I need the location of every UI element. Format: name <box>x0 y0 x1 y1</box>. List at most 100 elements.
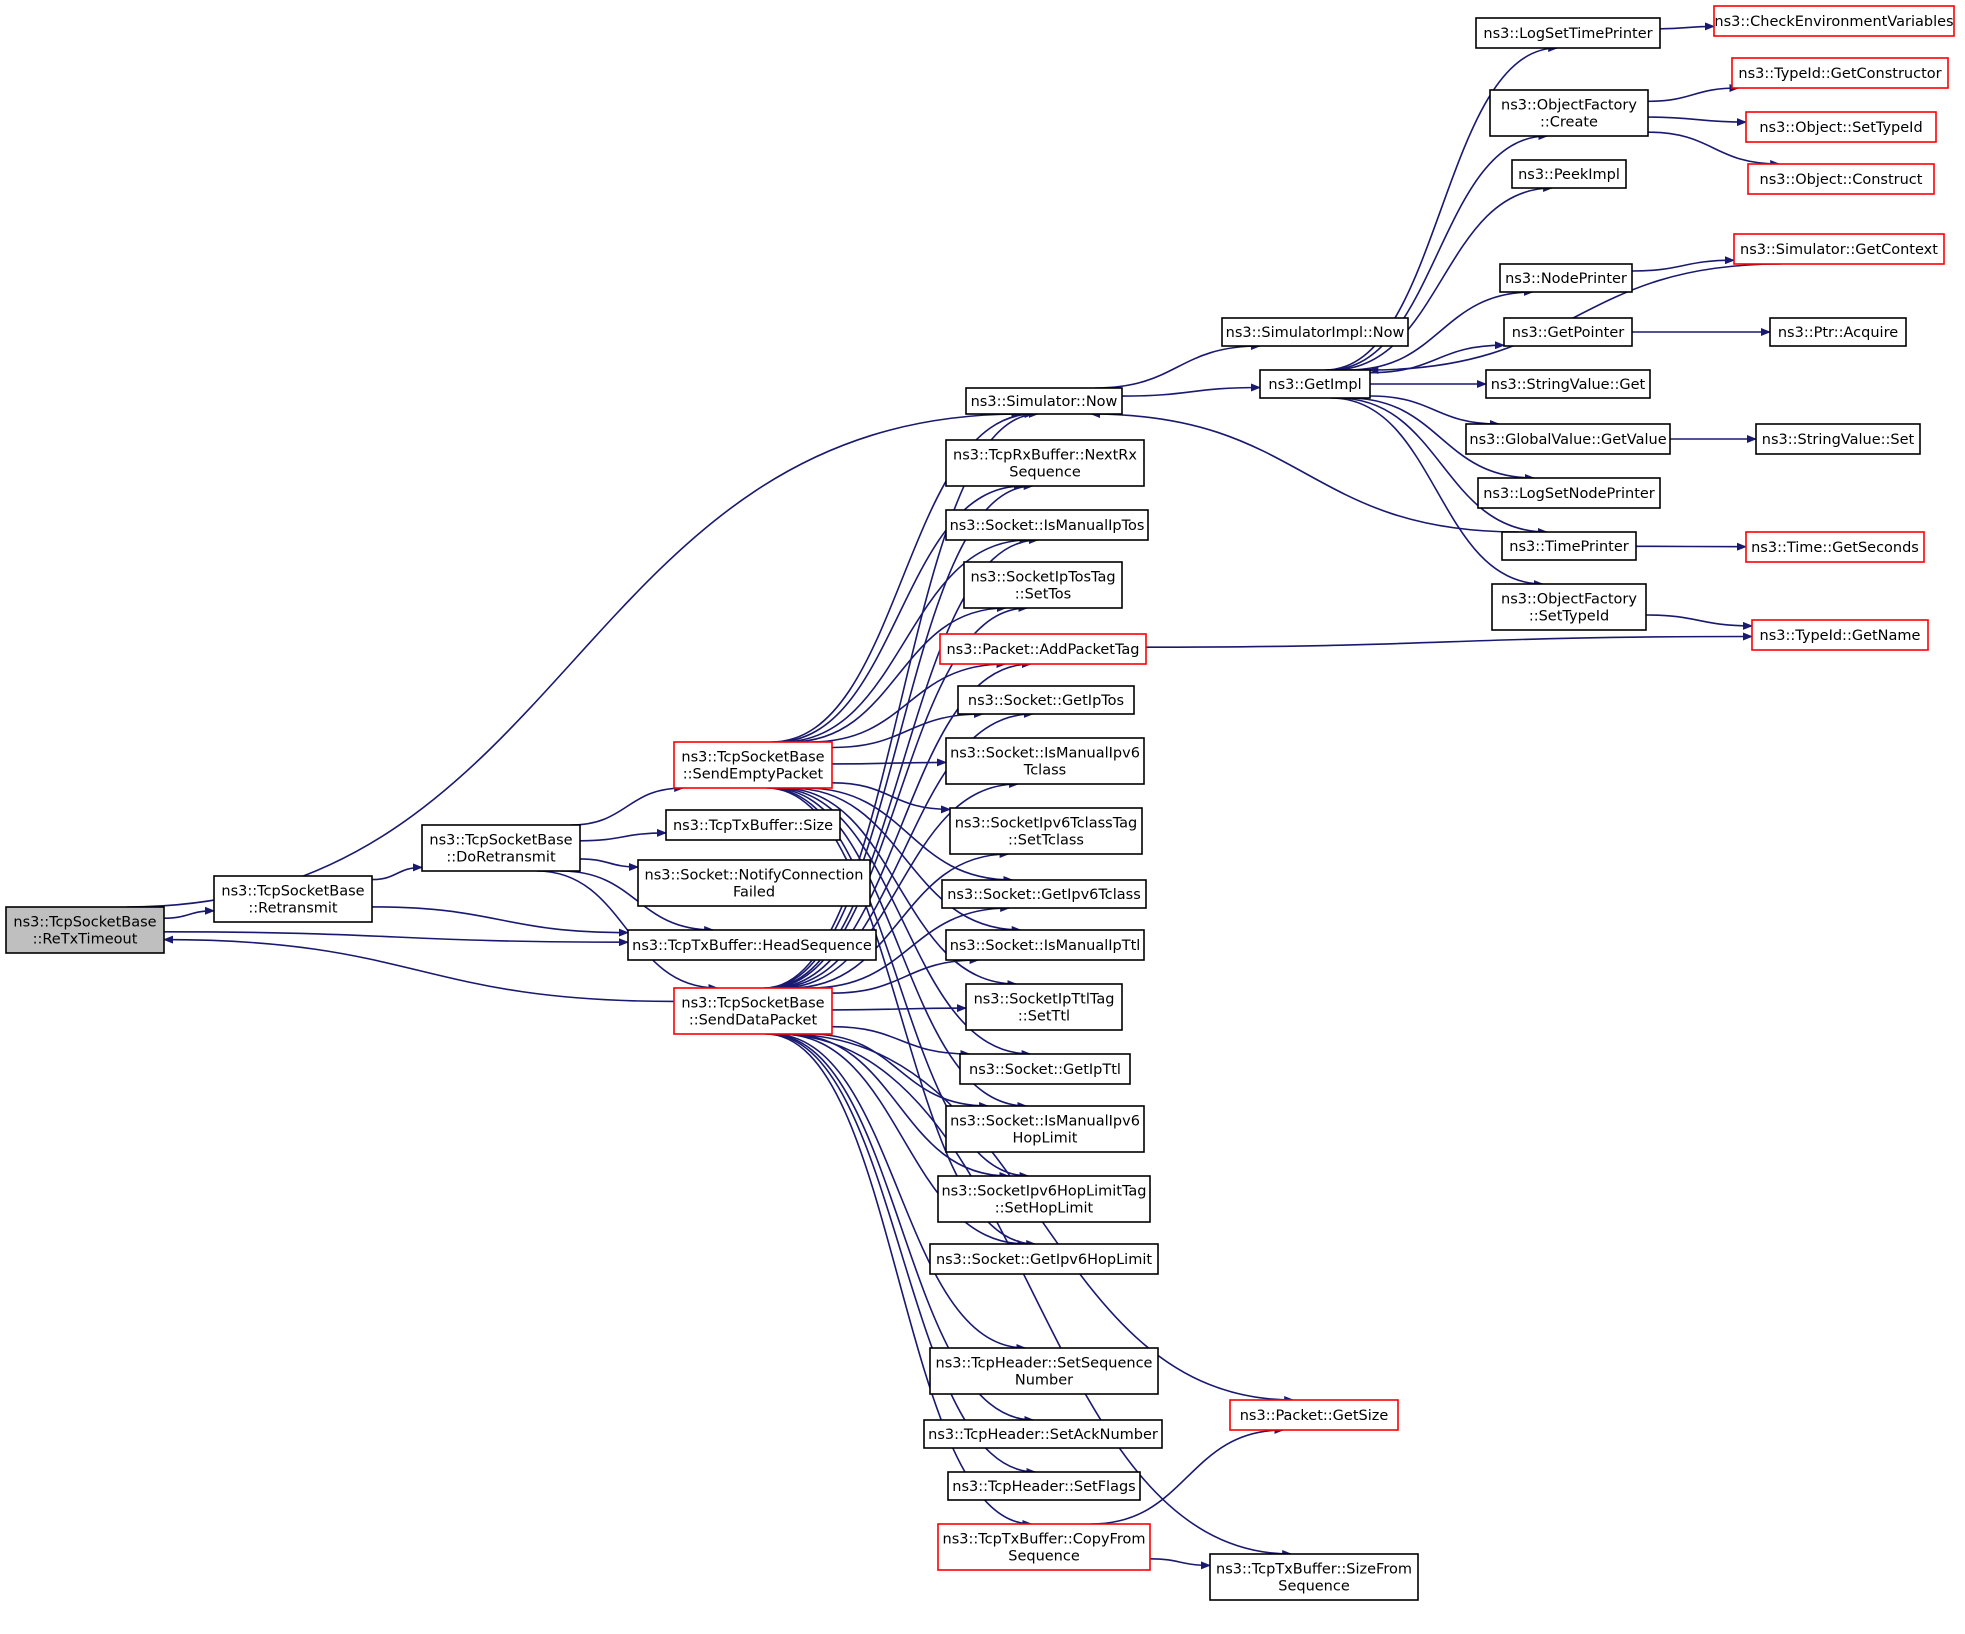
node-box[interactable] <box>1221 317 1409 347</box>
node-simulator-getcontext[interactable]: ns3::Simulator::GetContext <box>1733 233 1945 265</box>
node-box[interactable] <box>213 875 373 923</box>
node-box[interactable] <box>1477 477 1661 509</box>
node-box[interactable] <box>1511 159 1627 189</box>
node-box[interactable] <box>1503 317 1633 347</box>
node-box[interactable] <box>949 807 1143 855</box>
node-tcpheader-setack[interactable]: ns3::TcpHeader::SetAckNumber <box>923 1419 1163 1449</box>
node-ipv6tclasstag-settclass[interactable]: ns3::SocketIpv6TclassTag::SetTclass <box>949 807 1143 855</box>
node-typeid-getname[interactable]: ns3::TypeId::GetName <box>1751 619 1929 651</box>
node-node-printer[interactable]: ns3::NodePrinter <box>1499 263 1633 293</box>
node-get-ipttl[interactable]: ns3::Socket::GetIpTtl <box>959 1053 1131 1085</box>
node-box[interactable] <box>1209 1553 1419 1601</box>
node-box[interactable] <box>1745 531 1925 563</box>
node-box[interactable] <box>1747 163 1935 195</box>
node-box[interactable] <box>1751 619 1929 651</box>
node-simulatorimpl-now[interactable]: ns3::SimulatorImpl::Now <box>1221 317 1409 347</box>
node-box[interactable] <box>929 1243 1159 1275</box>
node-typeid-getconstructor[interactable]: ns3::TypeId::GetConstructor <box>1731 57 1949 89</box>
node-box[interactable] <box>1769 317 1907 347</box>
node-box[interactable] <box>947 1471 1141 1501</box>
node-stringvalue-get[interactable]: ns3::StringValue::Get <box>1485 369 1651 399</box>
node-box[interactable] <box>1733 233 1945 265</box>
node-box[interactable] <box>965 983 1123 1031</box>
node-object-factory-create[interactable]: ns3::ObjectFactory::Create <box>1489 89 1649 137</box>
node-box[interactable] <box>1499 263 1633 293</box>
node-box[interactable] <box>929 1347 1159 1395</box>
node-retx-timeout[interactable]: ns3::TcpSocketBase::ReTxTimeout <box>5 906 165 954</box>
node-simulator-now[interactable]: ns3::Simulator::Now <box>965 387 1123 415</box>
node-head-sequence[interactable]: ns3::TcpTxBuffer::HeadSequence <box>627 929 877 961</box>
node-box[interactable] <box>923 1419 1163 1449</box>
node-box[interactable] <box>1755 423 1921 455</box>
node-packet-getsize[interactable]: ns3::Packet::GetSize <box>1229 1399 1399 1431</box>
node-box[interactable] <box>1489 89 1649 137</box>
node-box[interactable] <box>957 685 1135 715</box>
node-box[interactable] <box>1731 57 1949 89</box>
node-object-settypeid[interactable]: ns3::Object::SetTypeId <box>1745 111 1937 143</box>
node-box[interactable] <box>937 1175 1151 1223</box>
node-stringvalue-set[interactable]: ns3::StringValue::Set <box>1755 423 1921 455</box>
node-box[interactable] <box>939 633 1147 665</box>
node-iptostag-settos[interactable]: ns3::SocketIpTosTag::SetTos <box>963 561 1123 609</box>
node-box[interactable] <box>959 1053 1131 1085</box>
node-get-pointer[interactable]: ns3::GetPointer <box>1503 317 1633 347</box>
node-box[interactable] <box>1745 111 1937 143</box>
node-time-printer[interactable]: ns3::TimePrinter <box>1501 531 1637 561</box>
node-get-iptos[interactable]: ns3::Socket::GetIpTos <box>957 685 1135 715</box>
node-is-manual-iptos[interactable]: ns3::Socket::IsManualIpTos <box>945 509 1149 541</box>
node-box[interactable] <box>1475 17 1661 49</box>
node-box[interactable] <box>1485 369 1651 399</box>
node-box[interactable] <box>5 906 165 954</box>
node-box[interactable] <box>1465 423 1671 455</box>
node-box[interactable] <box>945 737 1145 785</box>
node-box[interactable] <box>945 439 1145 487</box>
node-log-set-node-printer[interactable]: ns3::LogSetNodePrinter <box>1477 477 1661 509</box>
node-get-ipv6tclass[interactable]: ns3::Socket::GetIpv6Tclass <box>941 879 1147 909</box>
node-box[interactable] <box>673 741 833 789</box>
node-log-set-time-printer[interactable]: ns3::LogSetTimePrinter <box>1475 17 1661 49</box>
node-object-construct[interactable]: ns3::Object::Construct <box>1747 163 1935 195</box>
node-send-empty-packet[interactable]: ns3::TcpSocketBase::SendEmptyPacket <box>673 741 833 789</box>
node-do-retransmit[interactable]: ns3::TcpSocketBase::DoRetransmit <box>421 824 581 872</box>
node-check-env-vars[interactable]: ns3::CheckEnvironmentVariables <box>1713 5 1955 37</box>
node-box[interactable] <box>1229 1399 1399 1431</box>
node-ipv6hoplimittag-sethoplimit[interactable]: ns3::SocketIpv6HopLimitTag::SetHopLimit <box>937 1175 1151 1223</box>
node-object-factory-settypeid[interactable]: ns3::ObjectFactory::SetTypeId <box>1491 583 1647 631</box>
node-box[interactable] <box>945 1105 1145 1153</box>
node-get-ipv6hoplimit[interactable]: ns3::Socket::GetIpv6HopLimit <box>929 1243 1159 1275</box>
node-box[interactable] <box>1259 369 1371 399</box>
node-box[interactable] <box>965 387 1123 415</box>
node-box[interactable] <box>945 509 1149 541</box>
node-box[interactable] <box>421 824 581 872</box>
node-is-manual-ipttl[interactable]: ns3::Socket::IsManualIpTtl <box>945 929 1145 961</box>
node-ptr-acquire[interactable]: ns3::Ptr::Acquire <box>1769 317 1907 347</box>
node-get-impl[interactable]: ns3::GetImpl <box>1259 369 1371 399</box>
node-send-data-packet[interactable]: ns3::TcpSocketBase::SendDataPacket <box>673 987 833 1035</box>
node-box[interactable] <box>1713 5 1955 37</box>
node-ipttltag-setttl[interactable]: ns3::SocketIpTtlTag::SetTtl <box>965 983 1123 1031</box>
node-txbuffer-size[interactable]: ns3::TcpTxBuffer::Size <box>665 809 841 841</box>
node-box[interactable] <box>1501 531 1637 561</box>
node-box[interactable] <box>945 929 1145 961</box>
node-box[interactable] <box>665 809 841 841</box>
node-tcpheader-setflags[interactable]: ns3::TcpHeader::SetFlags <box>947 1471 1141 1501</box>
node-add-packet-tag[interactable]: ns3::Packet::AddPacketTag <box>939 633 1147 665</box>
node-box[interactable] <box>637 859 871 907</box>
node-peek-impl[interactable]: ns3::PeekImpl <box>1511 159 1627 189</box>
node-globalvalue-getvalue[interactable]: ns3::GlobalValue::GetValue <box>1465 423 1671 455</box>
node-box[interactable] <box>627 929 877 961</box>
node-box[interactable] <box>937 1523 1151 1571</box>
node-box[interactable] <box>673 987 833 1035</box>
node-retransmit[interactable]: ns3::TcpSocketBase::Retransmit <box>213 875 373 923</box>
node-time-getseconds[interactable]: ns3::Time::GetSeconds <box>1745 531 1925 563</box>
node-box[interactable] <box>1491 583 1647 631</box>
node-box[interactable] <box>963 561 1123 609</box>
node-box[interactable] <box>941 879 1147 909</box>
